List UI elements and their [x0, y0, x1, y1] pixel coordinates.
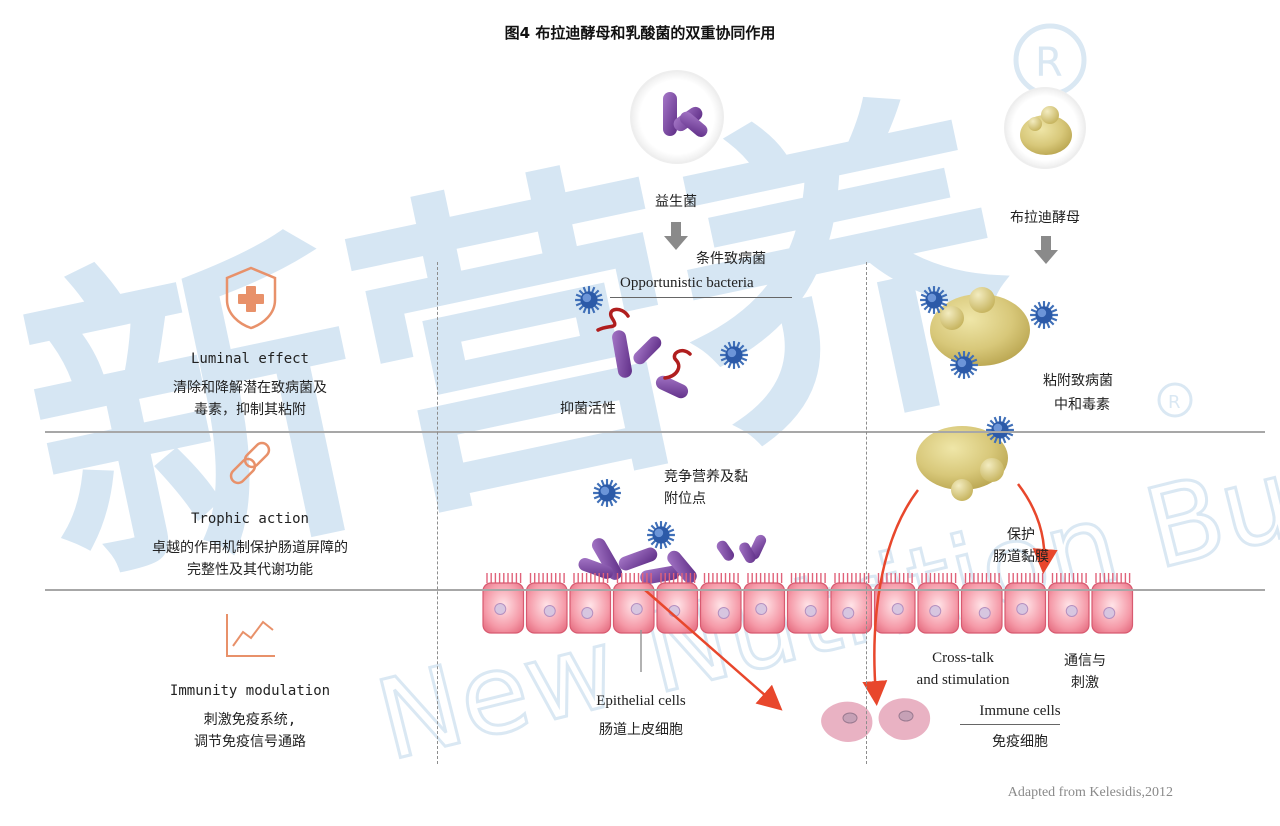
- epithelial-cell: [482, 573, 525, 634]
- yeast-cell: [930, 287, 1030, 366]
- label-underline: [960, 724, 1060, 726]
- row-desc: 清除和降解潜在致病菌及: [173, 380, 327, 396]
- figure-title: 图4 布拉迪酵母和乳酸菌的双重协同作用: [504, 24, 776, 42]
- svg-text:R: R: [1035, 40, 1063, 86]
- row-desc: 卓越的作用机制保护肠道屏障的: [152, 540, 348, 556]
- probiotic-label: 益生菌: [655, 194, 697, 210]
- row-divider: [45, 589, 1265, 591]
- trend-line-icon: [226, 614, 275, 657]
- down-arrow-icon: [664, 222, 688, 250]
- epithelial-cell: [743, 573, 786, 634]
- epithelial-cell: [960, 573, 1003, 634]
- immune-cell: [821, 701, 873, 742]
- pathogen-virus: [646, 520, 676, 550]
- shield-plus-icon: [225, 266, 277, 330]
- arrow: [644, 589, 783, 711]
- immune-label-en: Immune cells: [979, 703, 1061, 719]
- down-arrow-icon: [1034, 236, 1058, 264]
- crosstalk-label-cn: 通信与: [1064, 653, 1106, 669]
- probiotic-rods: [578, 534, 767, 585]
- row-desc: 完整性及其代谢功能: [187, 562, 313, 578]
- column-divider: [866, 262, 867, 764]
- epithelial-cell: [1047, 573, 1090, 634]
- row-title: Immunity modulation: [169, 683, 331, 699]
- yeast-cell: [916, 426, 1008, 501]
- row-title: Luminal effect: [190, 351, 309, 367]
- probiotic-rods: [612, 330, 689, 399]
- probiotic-icon: [630, 70, 724, 164]
- epithelial-cell: [830, 573, 873, 634]
- epithelial-cell: [612, 573, 655, 634]
- row-desc: 调节免疫信号通路: [194, 734, 306, 750]
- immune-cell: [878, 698, 931, 740]
- antibacterial-label: 抑菌活性: [560, 401, 616, 417]
- crosstalk-label-cn: 刺激: [1071, 675, 1099, 691]
- compete-label: 竞争营养及黏: [664, 469, 748, 485]
- compete-label: 附位点: [664, 491, 706, 507]
- epithelial-cell: [525, 573, 568, 634]
- protect-label: 肠道黏膜: [993, 549, 1049, 565]
- arrow: [862, 489, 919, 706]
- epithelial-cell: [569, 573, 612, 634]
- protect-label: 保护: [1007, 527, 1035, 543]
- epithelial-label-cn: 肠道上皮细胞: [599, 722, 683, 738]
- epithelial-cell: [917, 573, 960, 634]
- arrow: [1017, 483, 1058, 574]
- source-credit: Adapted from Kelesidis,2012: [1007, 785, 1173, 800]
- column-divider: [437, 262, 438, 764]
- crosstalk-label-en: and stimulation: [916, 672, 1010, 688]
- label-underline: [610, 297, 792, 299]
- svg-text:R: R: [1168, 392, 1181, 413]
- epithelial-cell: [873, 573, 916, 634]
- yeast-icon: [1004, 87, 1086, 169]
- adhere-pathogen-label: 粘附致病菌: [1043, 373, 1113, 389]
- yeast-label: 布拉迪酵母: [1010, 210, 1080, 226]
- epithelial-cell: [699, 573, 742, 634]
- opportunistic-label-en: Opportunistic bacteria: [620, 275, 754, 291]
- spiral-bacteria: [596, 307, 692, 380]
- pathogen-virus: [1029, 300, 1059, 330]
- immune-label-cn: 免疫细胞: [992, 734, 1048, 750]
- epithelial-cell: [1004, 573, 1047, 634]
- crosstalk-label-en: Cross-talk: [932, 650, 994, 666]
- neutralize-toxin-label: 中和毒素: [1054, 397, 1110, 413]
- epithelial-cell: [1091, 573, 1134, 634]
- chain-link-icon: [229, 441, 271, 485]
- row-desc: 刺激免疫系统,: [203, 712, 297, 728]
- epithelial-label-en: Epithelial cells: [596, 693, 686, 709]
- row-title: Trophic action: [190, 511, 309, 527]
- row-desc: 毒素，抑制其粘附: [194, 402, 306, 418]
- opportunistic-label-cn: 条件致病菌: [696, 251, 766, 267]
- row-divider: [45, 431, 1265, 433]
- epithelial-cell: [786, 573, 829, 634]
